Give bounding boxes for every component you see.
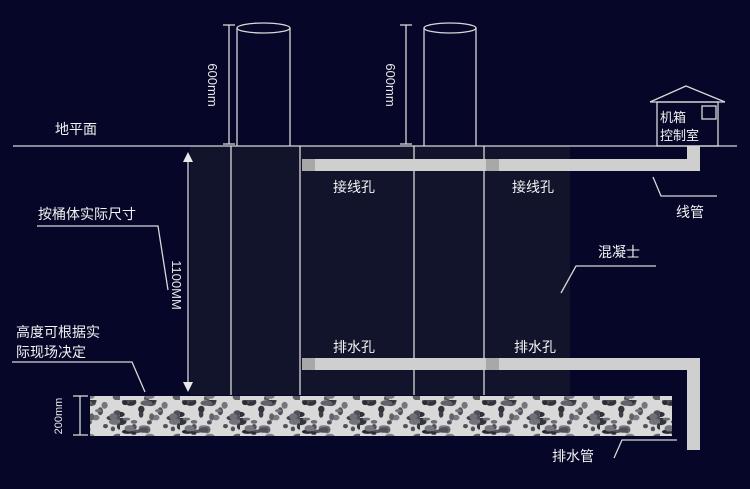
bollard-post-2 <box>413 22 485 395</box>
drain-hole-label-1: 排水孔 <box>333 340 375 356</box>
height-note-line2: 际现场决定 <box>16 345 86 361</box>
depth-dimension: 1100MM <box>169 152 193 392</box>
svg-text:600mm: 600mm <box>383 63 398 106</box>
bucket-size-label: 按桶体实际尺寸 <box>38 207 136 223</box>
concrete-fill <box>190 146 570 395</box>
drain-pipe-label: 排水管 <box>552 449 594 465</box>
concrete-label: 混凝士 <box>598 245 640 261</box>
post-height-dimension-1: 600mm <box>205 24 235 145</box>
bollard-post-1 <box>230 22 301 395</box>
wire-hole-label-2: 接线孔 <box>512 179 554 196</box>
height-note-line1: 高度可根据实 <box>16 324 100 341</box>
drain-hole-label-2: 排水孔 <box>514 340 556 356</box>
drain-pipe <box>302 358 700 450</box>
svg-text:控制室: 控制室 <box>660 128 699 144</box>
svg-text:1100MM: 1100MM <box>169 260 184 310</box>
control-room-house: 机箱 控制室 <box>649 85 726 147</box>
cable-conduit <box>302 146 700 171</box>
conduit-label: 线管 <box>676 205 704 221</box>
svg-text:200mm: 200mm <box>53 398 65 435</box>
gravel-base <box>90 396 672 436</box>
svg-text:600mm: 600mm <box>205 63 220 106</box>
wire-hole-label-1: 接线孔 <box>333 179 375 196</box>
svg-text:机箱: 机箱 <box>660 110 686 126</box>
ground-label: 地平面 <box>55 122 97 138</box>
base-dimension: 200mm <box>53 395 88 436</box>
post-height-dimension-2: 600mm <box>383 24 412 145</box>
